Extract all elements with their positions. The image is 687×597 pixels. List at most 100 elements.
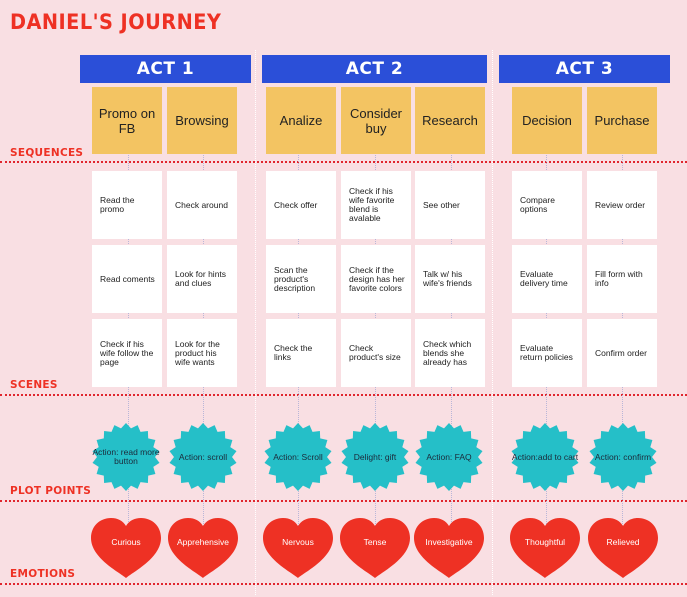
scene-text: Look for the product his wife wants [175,338,220,367]
plot-point-badge: Action: Scroll [263,422,333,492]
act-header-3: ACT 3 [499,55,670,83]
label-plot-points: PLOT POINTS [10,485,92,497]
scene-card: Check if his wife favorite blend is aval… [341,171,411,239]
plot-point-text: Action: read more button [92,447,160,466]
plot-point-badge: Action: FAQ [414,422,484,492]
plot-point-text: Delight: gift [353,451,397,462]
scene-text: Fill form with info [595,269,643,288]
scene-card: Look for the product his wife wants [167,319,237,387]
scene-text: Read coments [100,273,155,284]
emotion-heart: Nervous [261,516,335,580]
heart-icon [588,518,658,578]
sequence-card: Decision [512,87,582,154]
act-divider [255,50,256,595]
scene-text: Check if his wife follow the page [100,338,154,367]
plot-point-text: Action: FAQ [426,451,472,462]
scene-text: Compare options [520,195,555,214]
scene-text: Evaluate delivery time [520,269,568,288]
scene-card: Evaluate return policies [512,319,582,387]
heart-icon [340,518,410,578]
act-header-2: ACT 2 [262,55,487,83]
sequence-card: Analize [266,87,336,154]
separator-sequences [0,161,687,163]
label-emotions: EMOTIONS [10,568,76,580]
plot-point-badge: Action: scroll [168,422,238,492]
plot-point-text: Action: scroll [178,451,228,462]
plot-point-badge: Action:add to cart [510,422,580,492]
heart-icon [510,518,580,578]
label-scenes: SCENES [10,379,58,391]
scene-card: Check around [167,171,237,239]
scene-card: See other [415,171,485,239]
badge-shape [589,423,657,491]
emotion-label: Tense [363,537,387,547]
emotion-heart: Investigative [412,516,486,580]
scene-text: Review order [595,199,646,210]
scene-card: Review order [587,171,657,239]
scene-card: Talk w/ his wife's friends [415,245,485,313]
journey-title: DANIEL'S JOURNEY [10,10,222,34]
sequence-card: Research [415,87,485,154]
plot-point-text: Action: Scroll [273,451,323,462]
scene-card: Check which blends she already has [415,319,485,387]
scene-card: Check the links [266,319,336,387]
badge-shape [415,423,483,491]
scene-card: Evaluate delivery time [512,245,582,313]
scene-text: Check around [175,199,228,210]
scene-card: Look for hints and clues [167,245,237,313]
scene-text: See other [423,199,460,210]
badge-shape [264,423,332,491]
badge-shape [341,423,409,491]
sequence-card: Consider buy [341,87,411,154]
emotion-heart: Relieved [586,516,660,580]
label-sequences: SEQUENCES [10,147,84,159]
emotion-heart: Thoughtful [508,516,582,580]
heart-icon [168,518,238,578]
plot-point-text: Action:add to cart [511,451,579,462]
scene-text: Read the promo [100,195,135,214]
heart-icon [414,518,484,578]
separator-emotions [0,583,687,585]
scene-card: Check offer [266,171,336,239]
scene-text: Evaluate return policies [520,343,573,362]
act-divider [492,50,493,595]
plot-point-badge: Action: confirm [588,422,658,492]
scene-card: Compare options [512,171,582,239]
scene-card: Scan the product's description [266,245,336,313]
scene-card: Check if his wife follow the page [92,319,162,387]
scene-card: Confirm order [587,319,657,387]
sequence-card: Promo on FB [92,87,162,154]
scene-card: Read the promo [92,171,162,239]
emotion-label: Nervous [282,537,314,547]
plot-point-badge: Action: read more button [91,422,161,492]
scene-card: Read coments [92,245,162,313]
emotion-label: Relieved [606,537,640,547]
heart-icon [91,518,161,578]
badge-shape [511,423,579,491]
scene-text: Talk w/ his wife's friends [423,269,472,288]
badge-shape [169,423,237,491]
plot-point-badge: Delight: gift [340,422,410,492]
separator-scenes [0,394,687,396]
scene-text: Confirm order [595,347,647,358]
emotion-heart: Curious [89,516,163,580]
scene-text: Check product's size [349,343,401,362]
scene-text: Check offer [274,199,318,210]
scene-card: Check if the design has her favorite col… [341,245,411,313]
scene-text: Check the links [274,343,313,362]
scene-text: Check if the design has her favorite col… [349,264,405,293]
sequence-card: Browsing [167,87,237,154]
scene-text: Scan the product's description [274,264,316,293]
emotion-label: Investigative [425,537,473,547]
scene-card: Check product's size [341,319,411,387]
emotion-heart: Apprehensive [166,516,240,580]
sequence-card: Purchase [587,87,657,154]
scene-text: Look for hints and clues [175,269,227,288]
act-header-1: ACT 1 [80,55,251,83]
emotion-label: Curious [111,537,141,547]
emotion-label: Thoughtful [524,537,566,547]
heart-icon [263,518,333,578]
plot-point-text: Action: confirm [594,451,652,462]
badge-shape [92,423,160,491]
scene-text: Check which blends she already has [423,338,472,367]
